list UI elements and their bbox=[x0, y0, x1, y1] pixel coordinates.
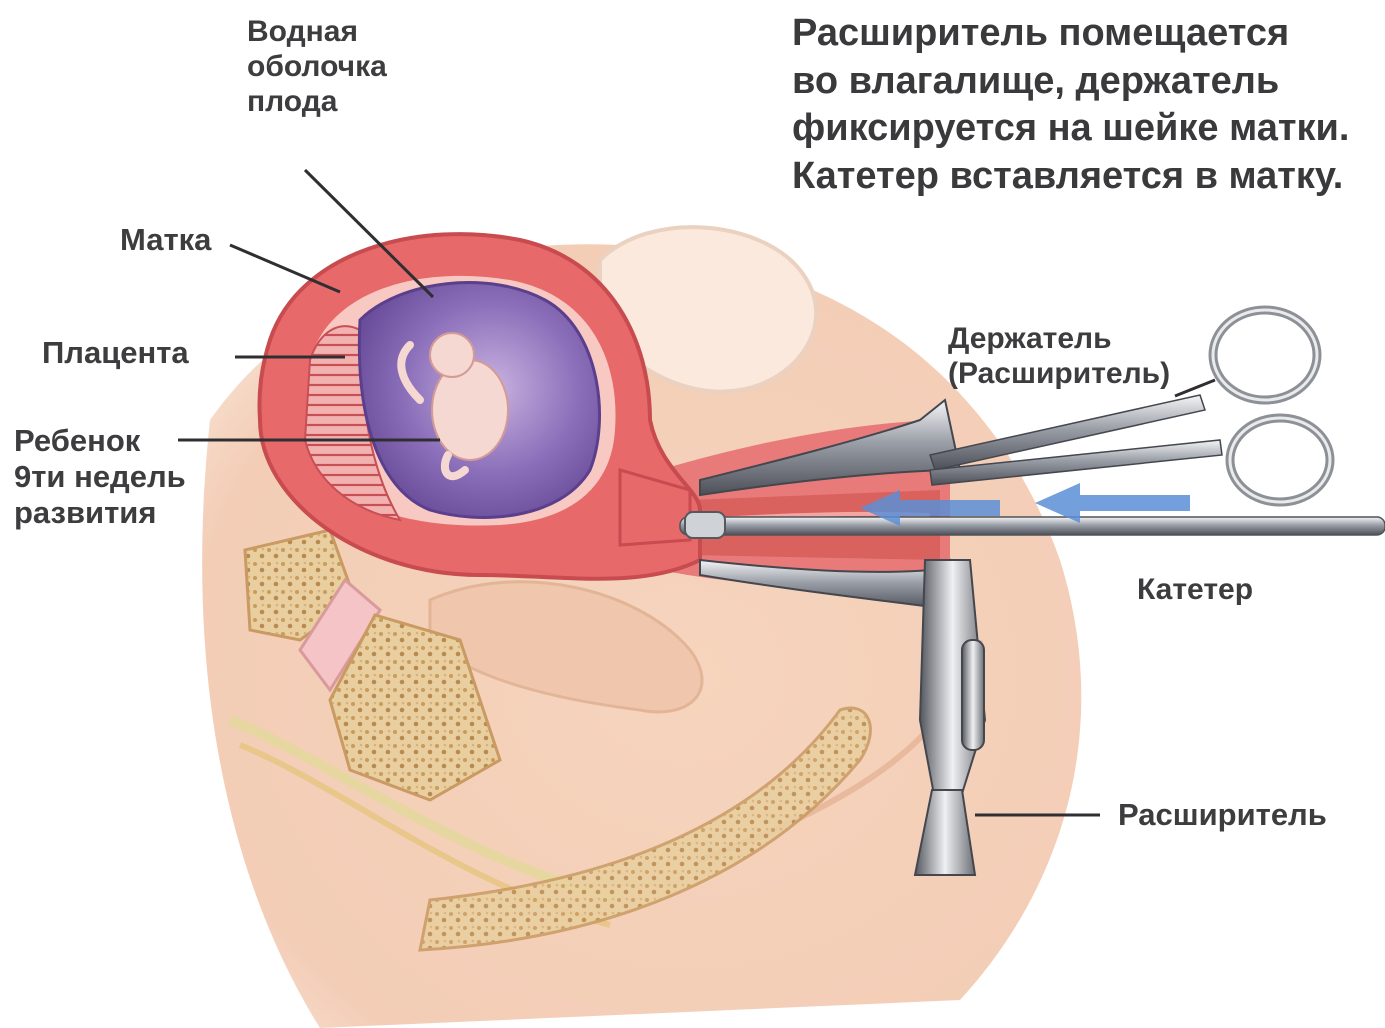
label-amniotic-membrane: Водная оболочка плода bbox=[247, 15, 387, 119]
label-fetus: Ребенок 9ти недель развития bbox=[14, 423, 186, 531]
procedure-description: Расширитель помещается во влагалище, дер… bbox=[792, 10, 1349, 200]
label-placenta: Плацента bbox=[42, 335, 189, 371]
label-uterus: Матка bbox=[120, 222, 211, 258]
leader-line-holder bbox=[1175, 380, 1215, 396]
description-line: во влагалище, держатель bbox=[792, 58, 1349, 106]
label-holder: Держатель (Расширитель) bbox=[948, 322, 1170, 392]
leader-line-uterus bbox=[230, 245, 340, 292]
description-line: Расширитель помещается bbox=[792, 10, 1349, 58]
description-line: Катетер вставляется в матку. bbox=[792, 153, 1349, 201]
description-line: фиксируется на шейке матки. bbox=[792, 105, 1349, 153]
label-catheter: Катетер bbox=[1137, 573, 1253, 608]
label-dilator: Расширитель bbox=[1118, 797, 1327, 833]
